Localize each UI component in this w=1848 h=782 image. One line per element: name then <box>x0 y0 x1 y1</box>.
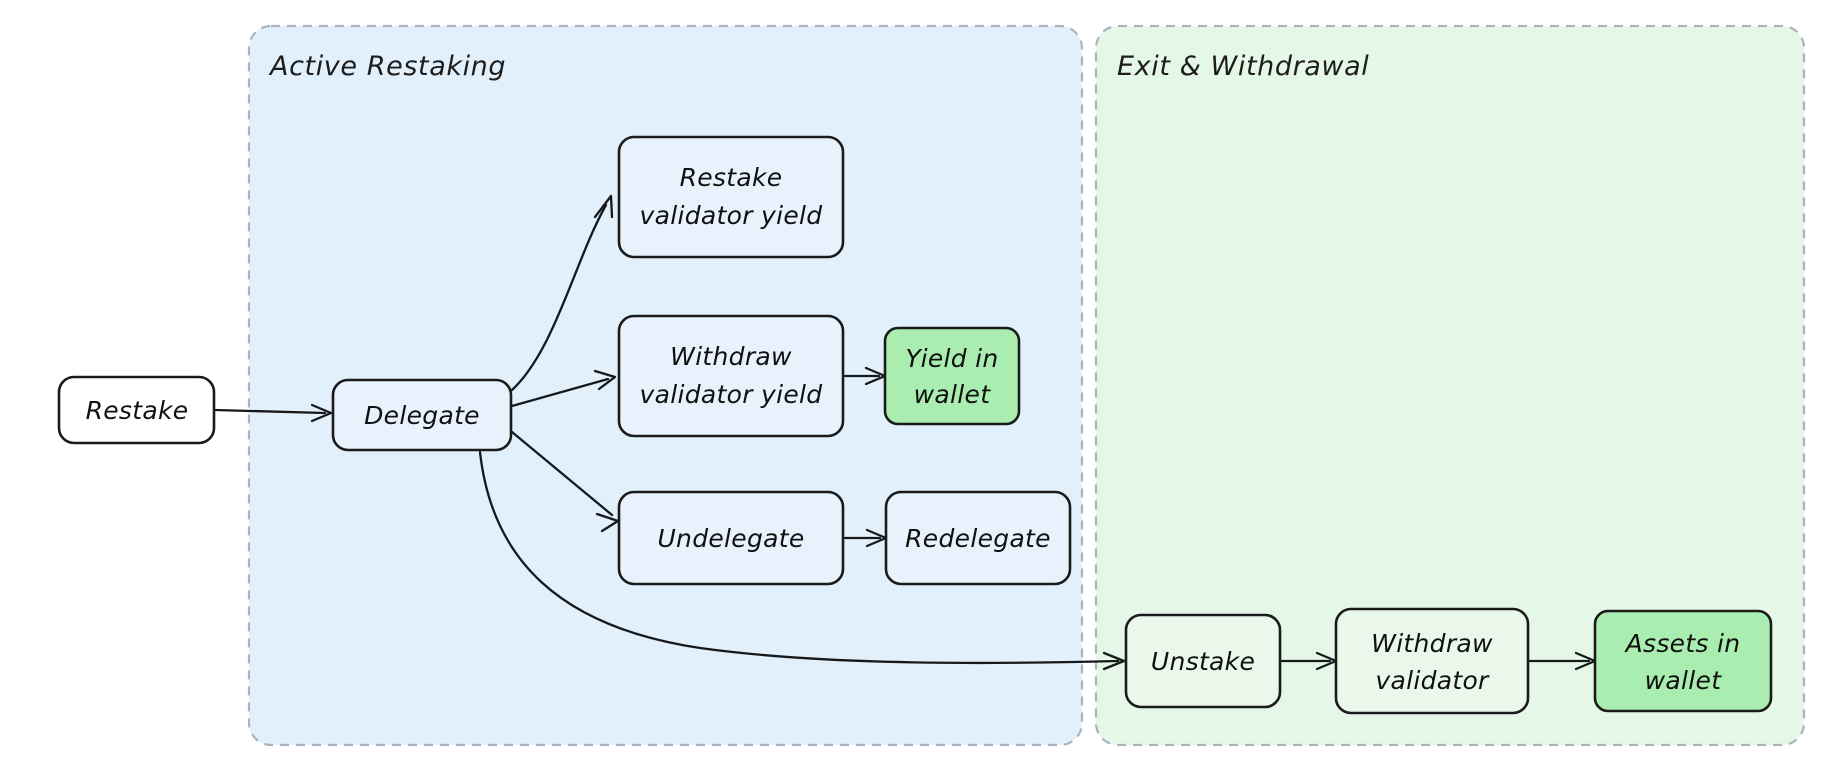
edge-delegate-to-restake-validator-yield <box>510 194 614 392</box>
node-yield-in-wallet-label-line2: wallet <box>914 380 992 409</box>
node-withdraw-validator-yield[interactable]: Withdraw validator yield <box>617 314 845 438</box>
node-restake[interactable]: Restake <box>57 375 216 445</box>
node-redelegate-rect[interactable] <box>884 490 1072 586</box>
node-withdraw-validator-yield-label-line2: validator yield <box>640 380 823 409</box>
node-undelegate-rect[interactable] <box>617 490 845 586</box>
node-redelegate-label: Redelegate <box>905 524 1051 553</box>
edge-delegate-to-withdraw-validator-yield <box>510 369 617 408</box>
node-restake-validator-yield-label-line1: Restake <box>680 163 783 192</box>
cluster-exit-withdrawal: Exit & Withdrawal <box>1094 24 1806 747</box>
node-restake-validator-yield[interactable]: Restake validator yield <box>617 135 845 259</box>
edge-delegate-to-unstake <box>478 450 1126 671</box>
node-withdraw-validator-label-line1: Withdraw <box>1371 629 1493 658</box>
node-withdraw-validator-yield-label-line1: Withdraw <box>670 342 792 371</box>
node-restake-validator-yield-rect[interactable] <box>617 135 845 259</box>
node-restake-rect[interactable] <box>57 375 216 445</box>
edges-layer <box>213 194 1597 671</box>
node-withdraw-validator[interactable]: Withdraw validator <box>1334 607 1530 715</box>
node-unstake[interactable]: Unstake <box>1124 613 1282 709</box>
node-yield-in-wallet-label-line1: Yield in <box>905 344 998 373</box>
cluster-exit-withdrawal-label: Exit & Withdrawal <box>1117 51 1369 82</box>
edge-restake-to-delegate <box>213 403 333 423</box>
node-delegate-rect[interactable] <box>331 378 513 452</box>
node-redelegate[interactable]: Redelegate <box>884 490 1072 586</box>
node-restake-validator-yield-label-line2: validator yield <box>640 201 823 230</box>
node-withdraw-validator-yield-rect[interactable] <box>617 314 845 438</box>
node-withdraw-validator-label-line2: validator <box>1375 666 1490 695</box>
node-assets-in-wallet-rect[interactable] <box>1593 609 1773 713</box>
node-unstake-label: Unstake <box>1151 647 1255 676</box>
node-yield-in-wallet-rect[interactable] <box>883 326 1021 426</box>
node-undelegate[interactable]: Undelegate <box>617 490 845 586</box>
node-assets-in-wallet-label-line2: wallet <box>1645 666 1723 695</box>
node-delegate-label: Delegate <box>364 401 480 430</box>
node-assets-in-wallet-label-line1: Assets in <box>1624 629 1741 658</box>
node-delegate[interactable]: Delegate <box>331 378 513 452</box>
node-withdraw-validator-rect[interactable] <box>1334 607 1530 715</box>
cluster-active-restaking-label: Active Restaking <box>268 51 506 82</box>
node-restake-label: Restake <box>86 396 189 425</box>
cluster-exit-withdrawal-rect <box>1094 24 1806 747</box>
node-undelegate-label: Undelegate <box>657 524 804 553</box>
node-yield-in-wallet[interactable]: Yield in wallet <box>883 326 1021 426</box>
node-unstake-rect[interactable] <box>1124 613 1282 709</box>
node-assets-in-wallet[interactable]: Assets in wallet <box>1593 609 1773 713</box>
